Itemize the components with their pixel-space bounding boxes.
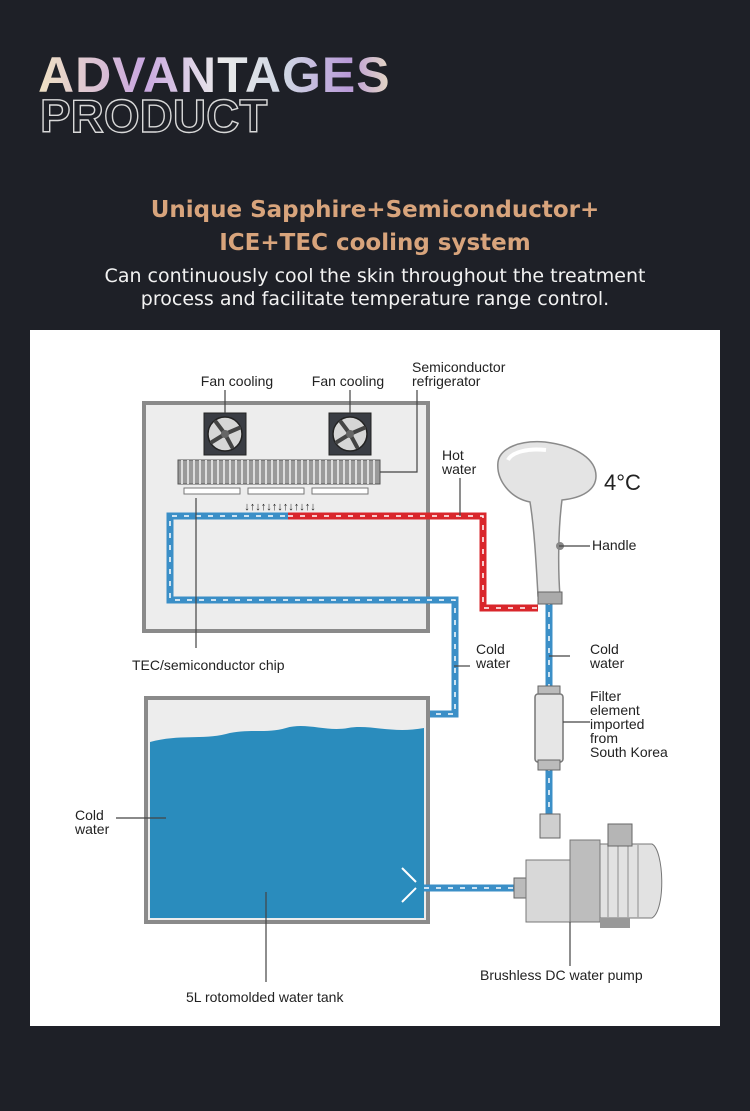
title-line-1: Unique Sapphire+Semiconductor+ (150, 197, 600, 223)
fan-right-icon (328, 412, 372, 456)
label-handle: Handle (592, 537, 637, 553)
label-hot-water: water (441, 461, 477, 477)
label-cold-tank-water: water (74, 821, 110, 837)
label-hot: Hot (442, 447, 464, 463)
label-filter-1: Filter (590, 688, 621, 704)
label-filter-2: element (590, 702, 640, 718)
description-line-2: process and facilitate temperature range… (140, 288, 610, 310)
label-cold-tank: Cold (75, 807, 104, 823)
label-fan-cooling-right: Fan cooling (312, 373, 384, 389)
cold-water-pipe-loop (166, 512, 459, 718)
hot-water-pipe (288, 512, 538, 612)
product-heading: PRODUCT (39, 90, 268, 142)
label-cold-right: Cold (590, 641, 619, 657)
heat-sink: ↓↑↓↑↓↑↓↑↓↑↓↑↓ (177, 459, 381, 513)
label-cold-right-water: water (589, 655, 625, 671)
label-semiconductor: Semiconductor (412, 359, 506, 375)
svg-text:↓↑↓↑↓↑↓↑↓↑↓↑↓: ↓↑↓↑↓↑↓↑↓↑↓↑↓ (244, 501, 316, 513)
label-filter-5: South Korea (590, 744, 668, 760)
filter-element (534, 685, 564, 771)
water-pump (513, 813, 663, 928)
label-fan-cooling-left: Fan cooling (201, 373, 273, 389)
fan-left-icon (203, 412, 247, 456)
label-filter-3: imported (590, 716, 644, 732)
leader-lines (116, 390, 590, 982)
label-tank: 5L rotomolded water tank (186, 989, 344, 1005)
label-cold-mid: Cold (476, 641, 505, 657)
title-line-2: ICE+TEC cooling system (219, 230, 531, 256)
label-filter-4: from (590, 730, 618, 746)
label-cold-mid-water: water (475, 655, 511, 671)
advantages-heading: ADVANTAGES (38, 47, 391, 103)
label-pump: Brushless DC water pump (480, 967, 643, 983)
label-refrigerator: refrigerator (412, 373, 481, 389)
cooling-diagram-panel: ↓↑↓↑↓↑↓↑↓↑↓↑↓ (30, 330, 720, 1026)
handle-device (497, 440, 597, 605)
water-tank (144, 696, 430, 924)
label-temperature: 4°C (604, 470, 641, 495)
label-tec-chip: TEC/semiconductor chip (132, 657, 285, 673)
cooling-system-diagram: ↓↑↓↑↓↑↓↑↓↑↓↑↓ (74, 359, 668, 1005)
description-line-1: Can continuously cool the skin throughou… (104, 265, 646, 287)
